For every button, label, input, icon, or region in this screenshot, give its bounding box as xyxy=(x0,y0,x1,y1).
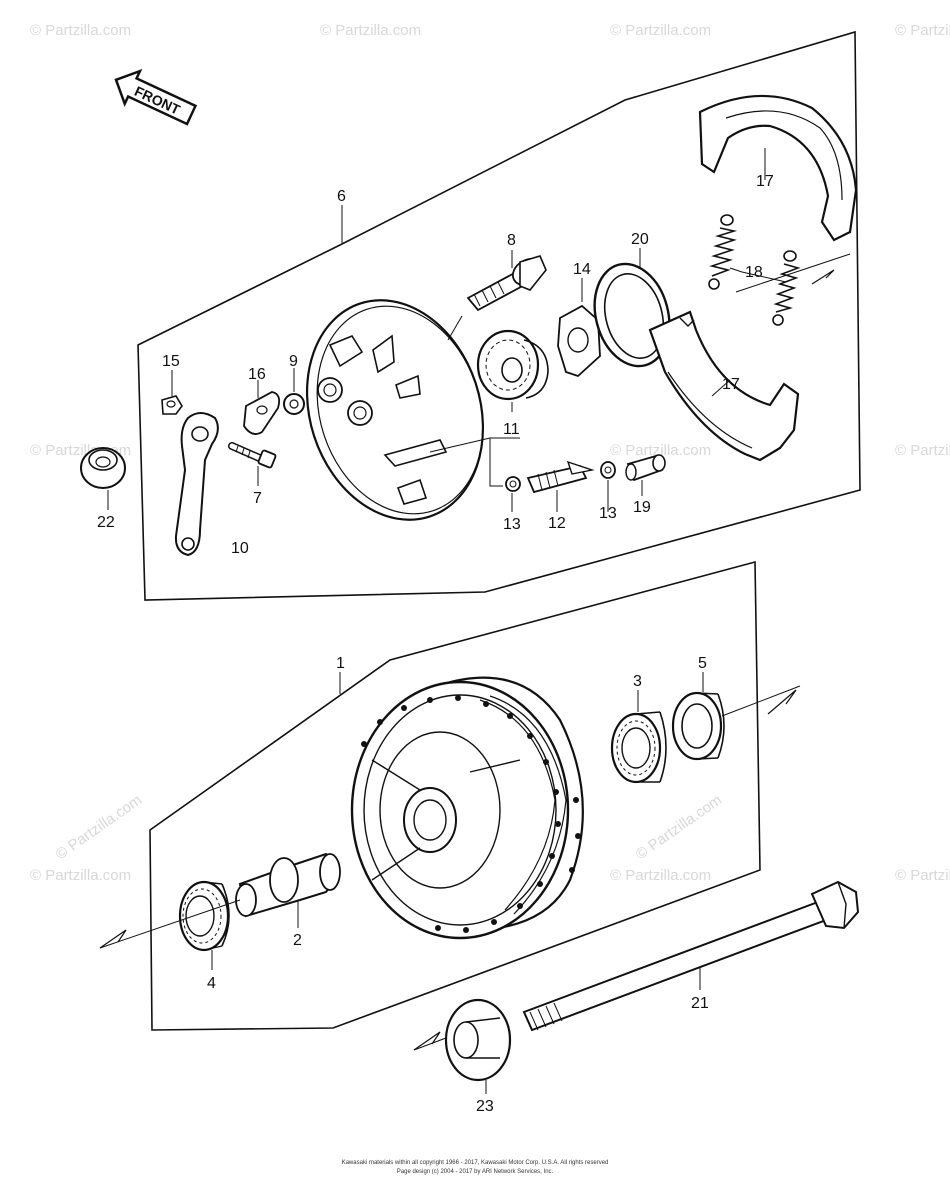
lower-leader-lines xyxy=(211,672,704,1094)
watermark: © Partzilla.com xyxy=(895,442,950,459)
callout-5: 5 xyxy=(698,655,707,672)
callout-4: 4 xyxy=(207,975,216,992)
watermark: © Partzilla.com xyxy=(320,22,421,39)
watermark: © Partzilla.com xyxy=(610,22,711,39)
callout-17: 17 xyxy=(756,173,774,190)
hub-cap-22 xyxy=(80,447,126,489)
callout-18: 18 xyxy=(745,264,763,281)
oil-seal-5 xyxy=(671,691,725,761)
callout-1: 1 xyxy=(336,655,345,672)
wheel-hub-1 xyxy=(350,676,584,940)
hub-group-outline xyxy=(149,560,761,1031)
callout-15: 15 xyxy=(162,353,180,370)
return-spring-18-left xyxy=(708,214,738,290)
callout-13: 13 xyxy=(503,516,521,533)
return-spring-18-right xyxy=(772,250,801,326)
front-direction-arrow: FRONT xyxy=(114,68,198,126)
callout-7: 7 xyxy=(253,490,262,507)
watermark: © Partzilla.com xyxy=(30,22,131,39)
callout-11: 11 xyxy=(503,421,520,438)
page-design-credit: Page design (c) 2004 - 2017 by ARI Netwo… xyxy=(396,1169,554,1175)
drive-gear-11 xyxy=(476,329,549,401)
brake-cam-lever-10 xyxy=(174,412,219,557)
brake-shoe-17-upper xyxy=(698,94,858,242)
watermark: © Partzilla.com xyxy=(633,791,726,863)
gear-shaft-12 xyxy=(526,460,595,494)
callout-19: 19 xyxy=(633,499,651,516)
callout-2: 2 xyxy=(293,932,302,949)
seal-ring-20 xyxy=(593,262,671,368)
watermark: © Partzilla.com xyxy=(610,442,711,459)
nut-15 xyxy=(161,395,183,415)
callout-22: 22 xyxy=(97,514,115,531)
callout-21: 21 xyxy=(691,995,709,1012)
callout-labels: 1 2 3 4 5 6 7 8 9 10 11 12 13 13 14 15 1… xyxy=(97,173,774,1115)
callout-17: 17 xyxy=(722,376,740,393)
washer-9 xyxy=(283,393,305,415)
lock-plate-14 xyxy=(557,304,601,378)
copyright-line: Kawasaki materials within all copyright … xyxy=(341,1160,609,1166)
washer-13-left xyxy=(505,476,521,492)
upper-assembly-lines xyxy=(429,253,851,487)
callout-20: 20 xyxy=(631,231,649,248)
watermark: © Partzilla.com xyxy=(895,22,950,39)
callout-16: 16 xyxy=(248,366,266,383)
bearing-3 xyxy=(610,711,667,784)
callout-3: 3 xyxy=(633,673,642,690)
axle-21 xyxy=(522,880,860,1032)
callout-12: 12 xyxy=(548,515,566,532)
lower-assembly-lines xyxy=(99,685,801,1051)
upper-leader-lines xyxy=(107,148,787,512)
watermark: © Partzilla.com xyxy=(53,791,146,863)
callout-6: 6 xyxy=(337,188,346,205)
bolt-7 xyxy=(228,442,277,469)
bushing-19 xyxy=(625,454,666,482)
watermark: © Partzilla.com xyxy=(30,867,131,884)
callout-13: 13 xyxy=(599,505,617,522)
callout-10: 10 xyxy=(231,540,249,557)
callout-23: 23 xyxy=(476,1098,494,1115)
watermark: © Partzilla.com xyxy=(895,867,950,884)
brake-panel-group-outline xyxy=(137,30,861,601)
indicator-plate-16 xyxy=(243,391,281,435)
watermark: © Partzilla.com xyxy=(610,867,711,884)
washer-13-right xyxy=(600,461,616,479)
bearing-4 xyxy=(178,880,230,952)
callout-8: 8 xyxy=(507,232,516,249)
spacer-2 xyxy=(235,852,341,918)
callout-9: 9 xyxy=(289,353,298,370)
collar-23 xyxy=(444,998,512,1082)
callout-14: 14 xyxy=(573,261,591,278)
brake-panel-6 xyxy=(305,299,485,521)
brake-cam-shaft-8 xyxy=(466,255,547,312)
